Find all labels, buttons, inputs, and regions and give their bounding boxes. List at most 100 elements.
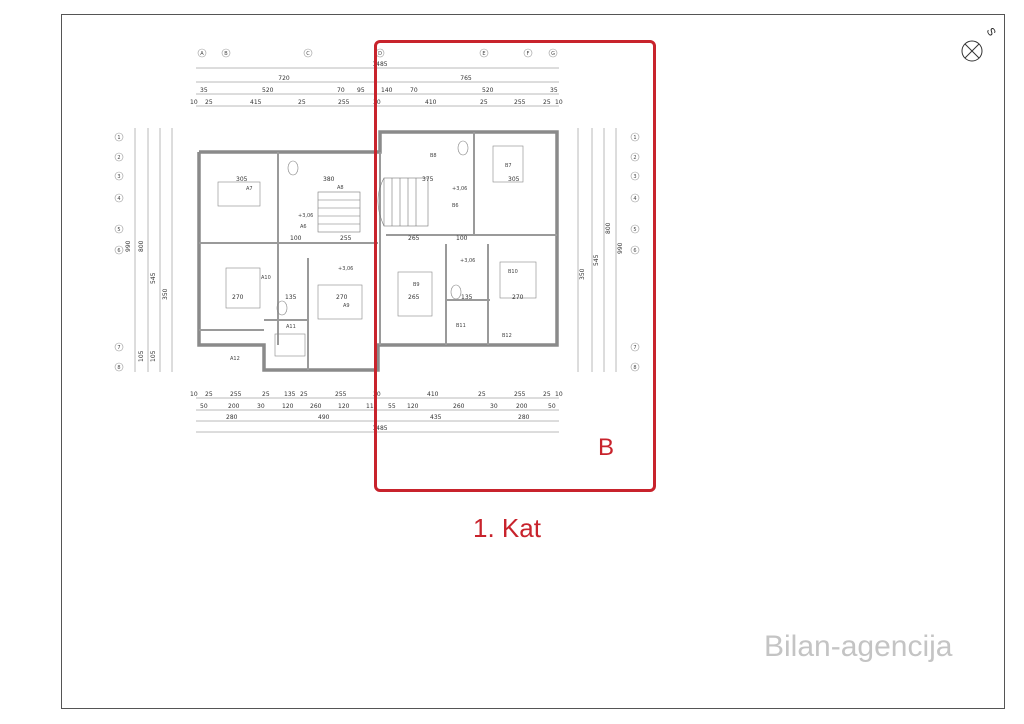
room-label: A10	[261, 275, 271, 281]
bottom-dimension-lines	[196, 397, 559, 433]
grid-row-marker: 5	[114, 224, 124, 234]
svg-text:410: 410	[427, 391, 439, 398]
grid-col-marker: G	[548, 48, 558, 58]
grid-row-marker-right: 7	[630, 342, 640, 352]
dim-top-l2: 765	[460, 75, 472, 82]
svg-text:135: 135	[284, 391, 296, 398]
grid-row-marker-right: 8	[630, 362, 640, 372]
room-labels: A7 A8 A9 A10 A11 A12 A6 B6 B7 B8 B9 B10 …	[230, 153, 518, 362]
grid-col-label: A	[200, 51, 204, 57]
svg-text:35: 35	[550, 87, 558, 94]
section-b-highlight-frame	[374, 40, 656, 492]
svg-text:25: 25	[205, 391, 213, 398]
room-label: B10	[508, 269, 518, 275]
svg-text:50: 50	[548, 403, 556, 410]
svg-text:8: 8	[633, 365, 636, 371]
room-label: B8	[430, 153, 437, 159]
svg-text:3: 3	[117, 174, 120, 180]
dim-left: 105	[150, 350, 157, 362]
grid-row-marker-right: 6	[630, 245, 640, 255]
room-label: B7	[505, 163, 512, 169]
section-letter: B	[598, 434, 615, 461]
floor-label: 1. Kat	[473, 513, 541, 543]
interior-walls	[199, 132, 557, 370]
room-label: A11	[286, 324, 296, 330]
svg-text:520: 520	[482, 87, 494, 94]
svg-text:260: 260	[453, 403, 465, 410]
dim-right: 990	[617, 242, 624, 254]
dim-bottom-l2-row: 50 200 30 120 260 120 110 55 120 260 30 …	[200, 403, 556, 410]
svg-text:+3,06: +3,06	[298, 213, 313, 219]
grid-col-marker: F	[523, 48, 533, 58]
svg-text:25: 25	[478, 391, 486, 398]
svg-text:2: 2	[633, 155, 636, 161]
svg-text:10: 10	[190, 391, 198, 398]
svg-text:70: 70	[337, 87, 345, 94]
svg-text:255: 255	[338, 99, 350, 106]
svg-text:255: 255	[230, 391, 242, 398]
dim-top-l2: 720	[278, 75, 290, 82]
interior-dimensions: 305 380 375 305 100 255 265 100 270 135 …	[232, 176, 524, 301]
svg-text:25: 25	[262, 391, 270, 398]
svg-text:305: 305	[236, 176, 248, 183]
svg-text:260: 260	[310, 403, 322, 410]
grid-col-marker: C	[303, 48, 313, 58]
svg-text:280: 280	[518, 414, 530, 421]
dim-top-overall: 1485	[372, 61, 387, 68]
svg-text:70: 70	[410, 87, 418, 94]
grid-col-label: E	[482, 51, 485, 57]
exterior-walls	[197, 130, 559, 372]
dim-bottom-overall: 1485	[372, 425, 387, 432]
room-label: B12	[502, 333, 512, 339]
dim-top-l3-row: 35 520 70 95 140 70 520 35	[200, 87, 558, 94]
svg-text:265: 265	[408, 235, 420, 242]
dim-bottom-l3-row: 280 490 435 280	[226, 414, 530, 421]
drawing-sheet-frame	[61, 14, 1005, 709]
grid-col-marker: E	[479, 48, 489, 58]
svg-text:100: 100	[290, 235, 302, 242]
svg-text:50: 50	[200, 403, 208, 410]
svg-text:2: 2	[117, 155, 120, 161]
svg-text:95: 95	[357, 87, 365, 94]
dim-right: 545	[593, 254, 600, 266]
grid-row-marker: 3	[114, 171, 124, 181]
dim-left: 350	[162, 288, 169, 300]
svg-text:4: 4	[633, 196, 636, 202]
grid-row-marker: 7	[114, 342, 124, 352]
svg-text:490: 490	[318, 414, 330, 421]
room-label: A12	[230, 356, 240, 362]
dim-left: 105	[138, 350, 145, 362]
svg-text:25: 25	[298, 99, 306, 106]
svg-text:5: 5	[633, 227, 636, 233]
svg-text:10: 10	[555, 391, 563, 398]
svg-text:140: 140	[381, 87, 393, 94]
dim-right: 800	[605, 222, 612, 234]
svg-text:255: 255	[335, 391, 347, 398]
svg-text:110: 110	[366, 403, 378, 410]
svg-text:30: 30	[257, 403, 265, 410]
grid-row-marker-right: 4	[630, 193, 640, 203]
grid-row-markers: 1 2 3 4 5 6 7 8 1 2 3 4 5 6 7 8	[114, 132, 640, 372]
left-dimension-lines	[134, 128, 173, 372]
svg-text:+3,06: +3,06	[338, 266, 353, 272]
svg-text:+3,06: +3,06	[460, 258, 475, 264]
grid-row-marker: 4	[114, 193, 124, 203]
staircase	[317, 177, 429, 233]
svg-text:375: 375	[422, 176, 434, 183]
svg-text:135: 135	[461, 294, 473, 301]
svg-text:5: 5	[117, 227, 120, 233]
svg-text:8: 8	[117, 365, 120, 371]
grid-row-marker-right: 1	[630, 132, 640, 142]
svg-text:55: 55	[388, 403, 396, 410]
watermark: Bilan-agencija	[764, 630, 953, 663]
svg-text:120: 120	[282, 403, 294, 410]
svg-text:255: 255	[514, 99, 526, 106]
right-dimension-lines	[577, 128, 617, 372]
svg-text:280: 280	[226, 414, 238, 421]
svg-text:270: 270	[512, 294, 524, 301]
svg-text:30: 30	[490, 403, 498, 410]
grid-col-label: F	[527, 51, 530, 57]
svg-text:3: 3	[633, 174, 636, 180]
svg-text:305: 305	[508, 176, 520, 183]
room-label: A6	[300, 224, 307, 230]
